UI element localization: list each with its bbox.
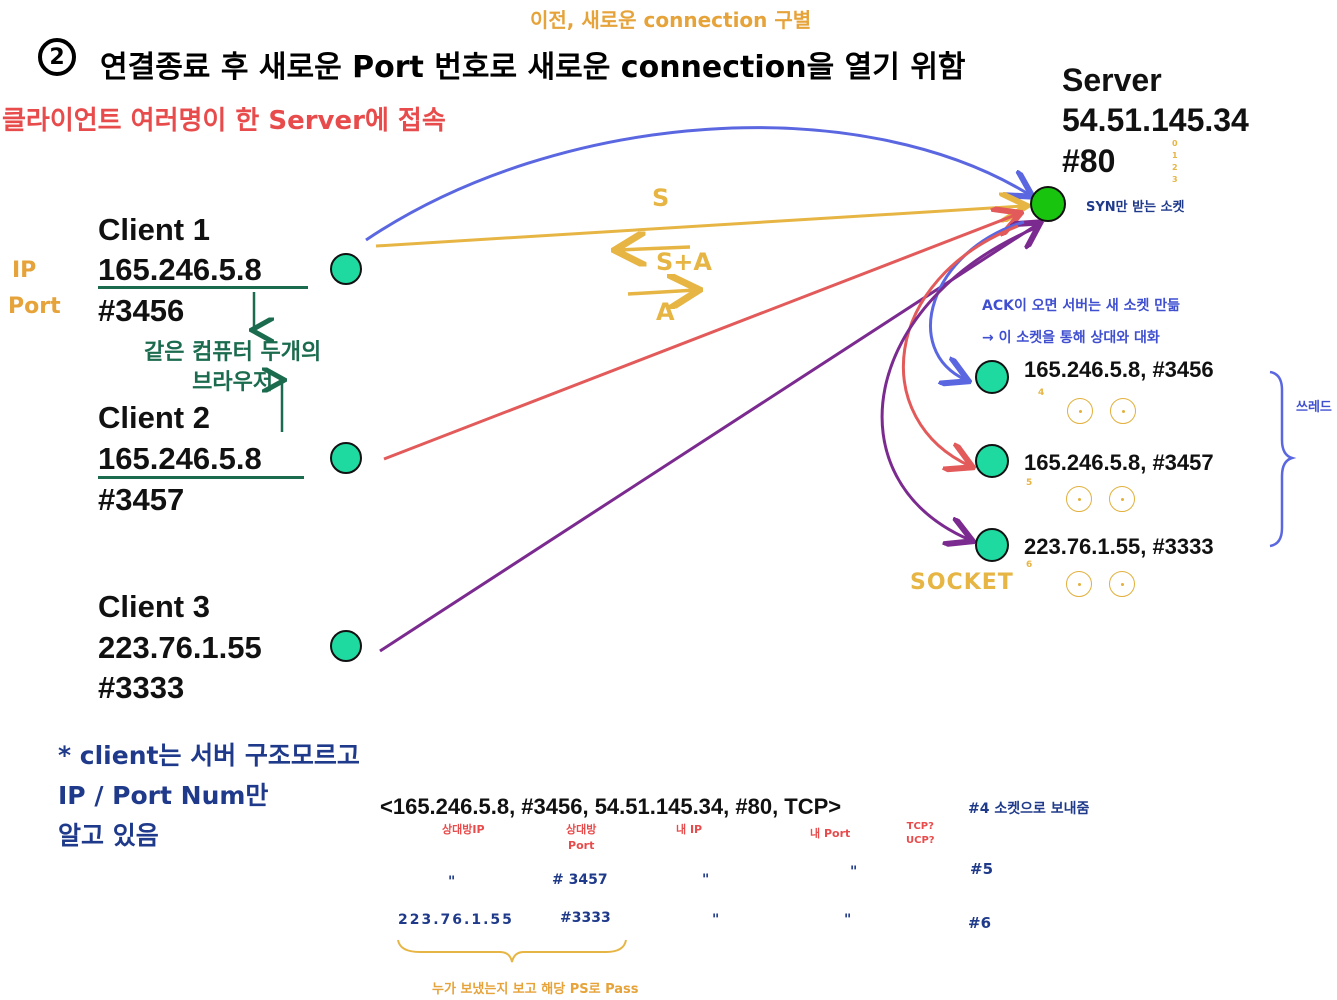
tuple-row2-my-port: ": [850, 864, 858, 880]
client2-port: #3457: [98, 482, 185, 517]
server-ip: 54.51.145.34: [1062, 102, 1249, 138]
socket1-thread-a: [1067, 398, 1093, 424]
client1-name: Client 1: [98, 212, 210, 247]
thread-label: 쓰레드: [1296, 400, 1332, 415]
client2-ip: 165.246.5.8: [98, 441, 262, 476]
client3-name: Client 3: [98, 589, 210, 624]
socket1-label: 165.246.5.8, #3456: [1024, 357, 1214, 382]
client2-name: Client 2: [98, 400, 210, 435]
socket-label: SOCKET: [910, 570, 1014, 595]
top-note: 이전, 새로운 connection 구별: [530, 8, 812, 32]
a-arrow: [627, 290, 696, 294]
tuple-row3-peer-ip: 223.76.1.55: [398, 912, 514, 928]
socket2-label: 165.246.5.8, #3457: [1024, 450, 1214, 475]
client3-port: #3333: [98, 670, 185, 705]
title-number-badge: 2: [38, 38, 76, 76]
socket2-thread-b: [1109, 486, 1135, 512]
subtitle: 클라이언트 여러명이 한 Server에 접속: [2, 106, 446, 136]
client2-node: [330, 442, 362, 474]
red-line-client2: [383, 214, 1018, 461]
socket3-node: [975, 528, 1009, 562]
tuple-row3-socket: #6: [968, 914, 992, 932]
bottom-note: 누가 보냈는지 보고 해당 PS로 Pass: [432, 982, 639, 997]
tuple-header-peer-port: 상대방 Port: [566, 823, 597, 852]
client3-node: [330, 630, 362, 662]
client1-ip: 165.246.5.8: [98, 252, 262, 287]
blue-curve-socket1: [929, 220, 1025, 380]
ip-label: IP: [12, 258, 37, 283]
sa-arrow: [618, 247, 691, 250]
port-label: Port: [8, 294, 61, 319]
syn-ack-label: S+A: [656, 248, 712, 276]
page-title: 연결종료 후 새로운 Port 번호로 새로운 connection을 열기 위…: [100, 50, 966, 85]
client3-ip: 223.76.1.55: [98, 630, 262, 665]
bottom-brace: [397, 939, 627, 963]
client-note: * client는 서버 구조모르고 IP / Port Num만 알고 있음: [58, 741, 360, 850]
purple-line-client3: [379, 224, 1038, 653]
socket1-index: 4: [1038, 388, 1045, 398]
blue-arc-client1: [365, 126, 1030, 242]
same-pc-note: 같은 컴퓨터 두개의 브라우저: [144, 340, 322, 395]
tuple-header-my-ip: 내 IP: [676, 823, 703, 836]
socket1-node: [975, 360, 1009, 394]
server-port: #80: [1062, 143, 1116, 179]
client1-port: #3456: [98, 293, 185, 328]
title-number: 2: [49, 44, 65, 70]
tuple-row2-socket: #5: [970, 860, 994, 878]
server-listen-node: [1030, 186, 1066, 222]
socket3-thread-b: [1109, 571, 1135, 597]
socket2-thread-a: [1066, 486, 1092, 512]
tuple-row3-my-port: ": [844, 912, 852, 928]
socket2-index: 5: [1026, 478, 1033, 488]
tuple-row3-peer-port: #3333: [560, 910, 611, 926]
ack-label: A: [656, 298, 675, 326]
client2-ip-underline: [98, 476, 304, 479]
tuple-header-protocol: TCP? UCP?: [906, 821, 935, 846]
thread-brace: [1269, 370, 1297, 548]
socket3-thread-a: [1066, 571, 1092, 597]
client1-node: [330, 253, 362, 285]
server-socket-numbers: 0 1 2 3: [1172, 139, 1178, 184]
red-curve-socket2: [901, 224, 1019, 466]
tuple-header-my-port: 내 Port: [810, 827, 851, 840]
tuple-header-peer-ip: 상대방IP: [442, 823, 485, 836]
socket2-node: [975, 444, 1009, 478]
syn-label: S: [652, 184, 670, 212]
tuple-row3-my-ip: ": [712, 912, 720, 928]
socket3-label: 223.76.1.55, #3333: [1024, 534, 1214, 559]
tuple-row2-my-ip: ": [702, 872, 710, 888]
ack-note: ACK이 오면 서버는 새 소켓 만듦 → 이 소켓을 통해 상대와 대화: [982, 298, 1181, 346]
client1-ip-underline: [98, 286, 308, 289]
purple-curve-socket3: [880, 224, 1041, 540]
syn-only-note: SYN만 받는 소켓: [1086, 200, 1185, 215]
socket3-index: 6: [1026, 560, 1033, 570]
server-name: Server: [1062, 62, 1162, 98]
yellow-line-client1: [375, 206, 1024, 248]
tuple-row2-peer-ip: ": [448, 874, 456, 890]
tuple-text: <165.246.5.8, #3456, 54.51.145.34, #80, …: [380, 794, 842, 819]
tuple-row2-peer-port: # 3457: [552, 872, 608, 888]
tuple-row1-socket: #4 소켓으로 보내줌: [968, 801, 1090, 817]
socket1-thread-b: [1110, 398, 1136, 424]
